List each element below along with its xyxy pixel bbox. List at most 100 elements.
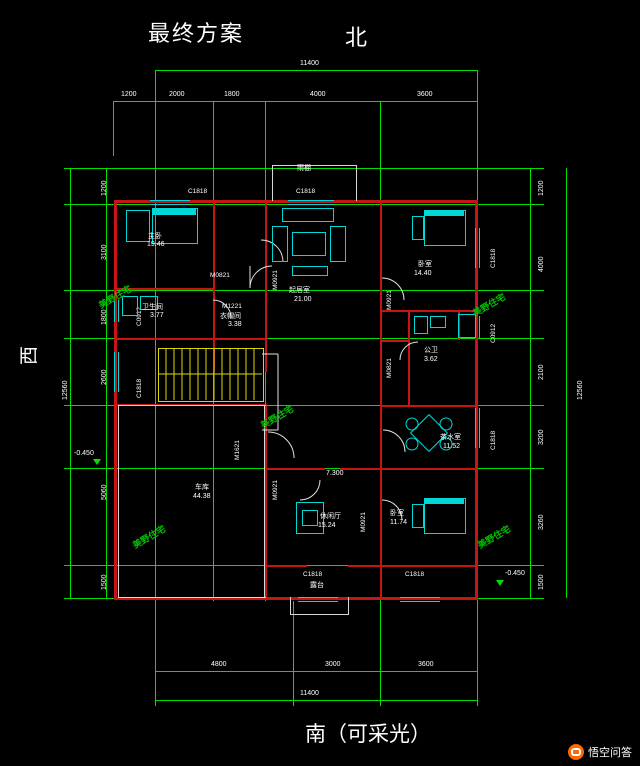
dim-left-6: 1500 [101, 574, 108, 590]
garage-outline-bottom [118, 597, 266, 598]
dim-left-3: 1800 [101, 309, 108, 325]
window-tag-c1818-right-upper: C1818 [490, 248, 497, 268]
wall-interior-v2 [265, 200, 267, 372]
window-tag-c1818-bottom-right: C1818 [405, 571, 425, 578]
furniture-lounge-sofa [296, 502, 324, 534]
room-label-living: 起居室 [289, 286, 310, 294]
window-bottom-left-a [298, 597, 338, 598]
door-tag-m0821-bath: M0821 [386, 358, 393, 378]
dim-top-2: 2000 [169, 91, 185, 98]
room-label-bedroom-bottom: 卧室 [390, 509, 404, 517]
window-tag-c0912-right: C0912 [490, 323, 497, 343]
dim-bottom-2: 3000 [325, 661, 341, 668]
elevation-marker-right [496, 580, 504, 586]
wall-interior-v3 [380, 200, 382, 600]
annotation-canopy: 雨棚 [297, 164, 311, 172]
window-bottom-right-a [400, 597, 440, 598]
title-bottom: 南（可采光） [305, 722, 431, 746]
wall-exterior-right [475, 200, 478, 600]
window-tag-c1818-center-top: C1818 [296, 188, 316, 195]
grid-v-b1 [155, 601, 156, 706]
terrace-right [348, 597, 349, 615]
room-area-master: 19.46 [147, 241, 165, 248]
door-tag-m0921-lounge: M0921 [272, 480, 279, 500]
title-top-center: 北 [345, 26, 368, 51]
furniture-toilet-left [122, 296, 138, 316]
dim-left-4: 2600 [101, 369, 108, 385]
window-left-top-b [150, 204, 190, 205]
elevation-label-left: -0.450 [74, 450, 94, 457]
room-area-bath-master: 3.77 [150, 312, 164, 319]
watermark-5: 美野住宅 [476, 524, 513, 552]
wall-interior-h4 [380, 310, 478, 312]
wall-interior-h2b [213, 338, 267, 340]
garage-outline-left [118, 405, 119, 598]
room-label-lounge: 休闲厅 [320, 512, 341, 520]
wall-interior-v1 [213, 200, 215, 372]
grid-h-3 [64, 290, 544, 291]
terrace-bottom [290, 614, 349, 615]
window-center-top-a [288, 200, 334, 201]
furniture-wardrobe-master [126, 210, 150, 242]
dim-top-4: 4000 [310, 91, 326, 98]
dim-right-1: 1200 [538, 180, 545, 196]
furniture-nightstand-right-top [412, 216, 424, 240]
window-tag-c1818-bottom-left: C1818 [303, 571, 323, 578]
window-tag-c1818-right-lower: C1818 [490, 430, 497, 450]
wall-interior-h5 [408, 405, 478, 407]
grid-v-1 [113, 101, 114, 156]
wall-interior-h5b [380, 405, 408, 407]
grid-v-b3 [380, 601, 381, 706]
door-swing-tea [382, 429, 406, 453]
dim-left-total: 12560 [62, 380, 69, 400]
furniture-nightstand-right-bottom [412, 504, 424, 528]
grid-v-2b [155, 101, 156, 601]
window-right-mid-b [479, 316, 480, 338]
wall-exterior-left [114, 200, 117, 600]
dim-left-5: 5060 [101, 484, 108, 500]
dim-line-bottom-total [155, 700, 477, 701]
dim-left-1: 1200 [101, 180, 108, 196]
watermark-4: 美野住宅 [131, 524, 168, 552]
grid-v-b2 [293, 601, 294, 706]
door-tag-m1621-garage: M1621 [234, 440, 241, 460]
window-left-mid-a [114, 300, 115, 322]
wall-exterior-bottom [114, 597, 478, 600]
annotation-7300: 7.300 [326, 470, 344, 477]
room-label-bath-master: 卫生间 [142, 303, 163, 311]
brand-watermark: 悟空问答 [568, 744, 632, 760]
brand-watermark-text: 悟空问答 [588, 746, 632, 759]
furniture-sofa-top [282, 208, 334, 222]
furniture-sofa-left [272, 226, 288, 262]
furniture-bed-right-top-head [424, 210, 464, 216]
canopy-left [272, 165, 273, 201]
dim-line-right-chain [530, 168, 531, 598]
dim-top-1: 1200 [121, 91, 137, 98]
wall-interior-h6c [340, 468, 382, 470]
wall-interior-v5 [458, 310, 460, 340]
furniture-basin-left [140, 296, 158, 310]
room-area-wardrobe: 3.38 [228, 321, 242, 328]
dim-right-3: 2100 [538, 364, 545, 380]
dim-line-left-total [70, 168, 71, 598]
room-area-lounge: 15.24 [318, 522, 336, 529]
room-area-tea: 11.52 [443, 443, 460, 450]
grid-v-b4 [477, 601, 478, 706]
garage-outline-top [118, 405, 266, 406]
canopy-top [272, 165, 357, 166]
wukong-logo-icon [568, 744, 584, 760]
wall-interior-h6b [265, 468, 325, 470]
room-label-public-bath: 公卫 [424, 346, 438, 354]
wall-interior-h7b [265, 565, 307, 567]
stairs-outline [158, 348, 264, 402]
terrace-left [290, 597, 291, 615]
grid-h-4 [64, 338, 544, 339]
dim-line-top-chain [113, 101, 477, 102]
room-area-garage: 44.38 [193, 493, 211, 500]
room-label-wardrobe: 衣帽间 [220, 312, 241, 320]
window-tag-c1818-left-lower: C1818 [136, 378, 143, 398]
wall-exterior-top [114, 200, 478, 203]
